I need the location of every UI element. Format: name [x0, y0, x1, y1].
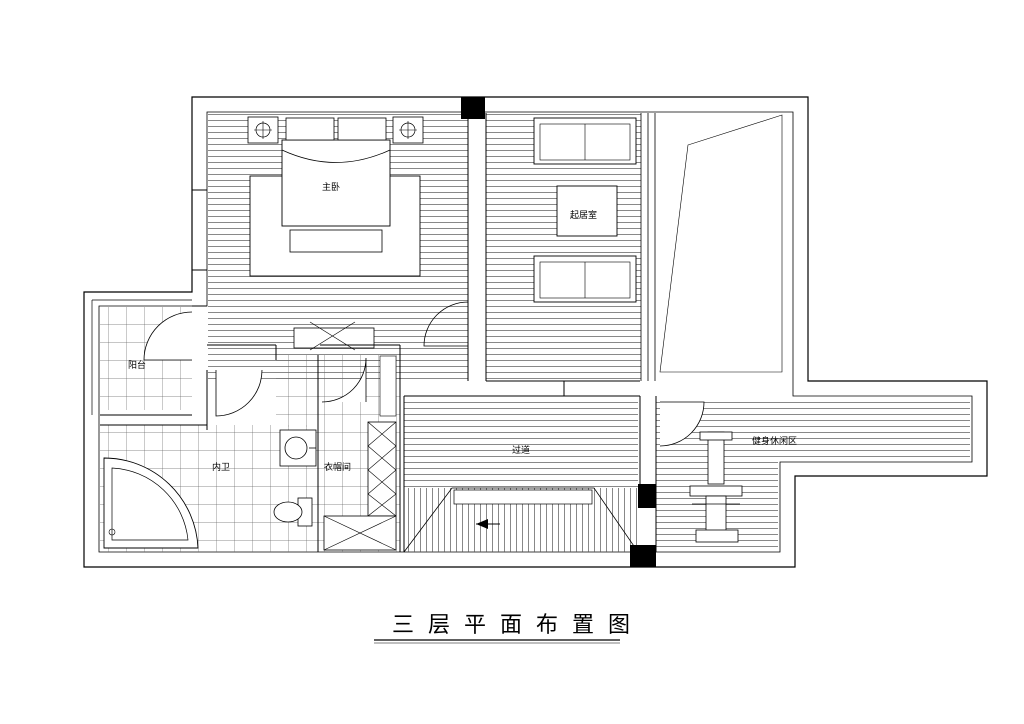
- room-label-living-room: 起居室: [570, 209, 597, 221]
- room-label-inner-bathroom: 内卫: [212, 461, 230, 473]
- arrow-left-icon: [476, 519, 500, 529]
- room-label-walk-in-closet: 衣帽间: [324, 461, 351, 473]
- pillow: [285, 117, 335, 141]
- toilet-icon: [273, 497, 313, 527]
- open-terrace: [640, 113, 783, 381]
- master-bedroom-area: [208, 113, 468, 381]
- pillow: [337, 117, 387, 141]
- drawing-title: 三层平面布置图: [392, 613, 644, 638]
- column: [638, 484, 656, 508]
- nightstand-lamp-icon: [392, 116, 424, 144]
- bed: [281, 139, 391, 227]
- column: [630, 545, 656, 567]
- fitness-machine-icon: [689, 431, 743, 543]
- inner-bathroom-area: [100, 355, 318, 552]
- living-room-area: [423, 113, 641, 381]
- room-label-corridor: 过道: [512, 444, 530, 456]
- room-label-balcony: 阳台: [128, 359, 146, 371]
- wardrobe: [367, 421, 397, 517]
- column: [461, 97, 485, 119]
- room-label-fitness-leisure: 健身休闲区: [752, 435, 797, 447]
- bench: [289, 229, 383, 253]
- tv-cabinet: [293, 327, 375, 349]
- walk-in-closet-area: [317, 345, 401, 552]
- fitness-area: [655, 396, 970, 552]
- balcony-area: [91, 299, 193, 416]
- corridor-area: [403, 395, 641, 553]
- interior-walls: [192, 189, 640, 396]
- coffee-table: [556, 185, 618, 237]
- nightstand-lamp-icon: [247, 116, 279, 144]
- outer-walls: [83, 96, 988, 568]
- room-label-master-bedroom: 主卧: [322, 181, 340, 193]
